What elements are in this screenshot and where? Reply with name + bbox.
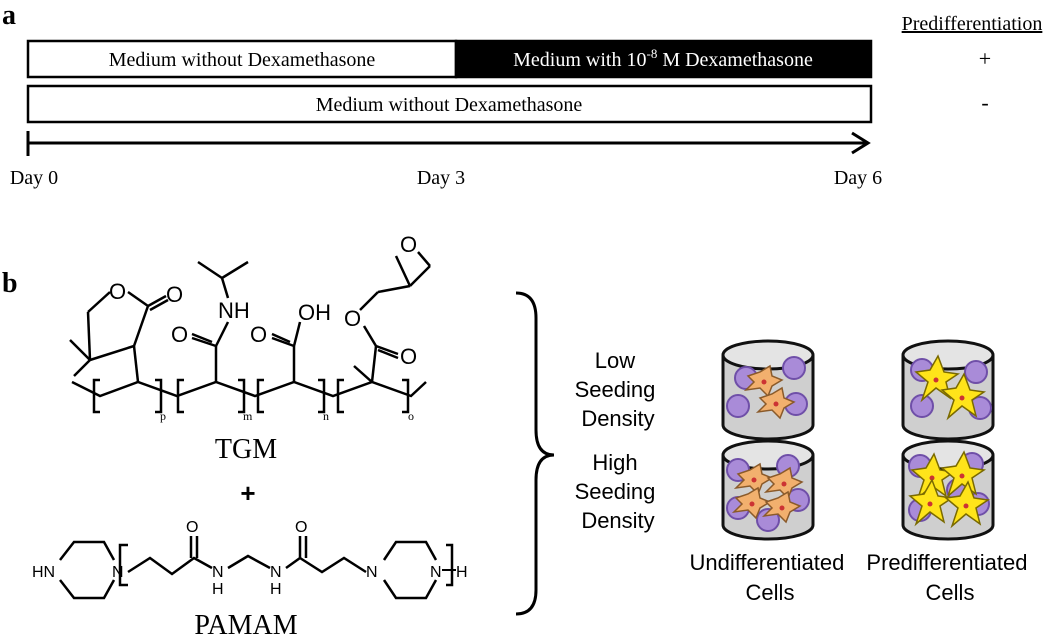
row1-segment1-bar	[26, 39, 458, 79]
column-label-predifferentiated: Predifferentiated Cells	[866, 550, 1033, 605]
tgm-subscript-m: m	[243, 409, 253, 423]
tgm-ester-o: O	[344, 306, 361, 331]
dish-low-undifferentiated	[721, 339, 815, 441]
pamam-h-end: H	[456, 564, 468, 581]
row1-segment2-bar	[454, 39, 873, 79]
row-label-high: High Seeding Density	[575, 450, 662, 533]
timeline-label-day6: Day 6	[834, 167, 882, 189]
column-prediff-line2: Cells	[926, 580, 975, 605]
row1-segment2-label: Medium with 10-8 M Dexamethasone	[513, 46, 813, 71]
tgm-acid-o: O	[250, 322, 267, 347]
row2-bar	[26, 84, 873, 124]
pamam-nh1-n: N	[212, 564, 224, 581]
tgm-subscript-n: n	[323, 409, 329, 423]
tgm-lactone-o-carbonyl: O	[166, 282, 183, 307]
tgm-subscript-p: p	[160, 409, 166, 423]
pamam-structure	[59, 536, 454, 600]
column-undiff-line1: Undifferentiated	[689, 550, 844, 575]
timeline-arrow	[26, 131, 871, 156]
timeline-label-day0: Day 0	[10, 167, 58, 189]
dish-high-predifferentiated	[901, 439, 995, 541]
pamam-hn: HN	[32, 564, 55, 581]
tgm-epoxide-o: O	[400, 232, 417, 257]
tgm-amide-nh: NH	[218, 298, 250, 323]
panel-b-label: b	[2, 268, 18, 299]
row1-segment1-label: Medium without Dexamethasone	[109, 49, 376, 71]
column-prediff-line1: Predifferentiated	[866, 550, 1027, 575]
predifferentiation-header: Predifferentiation	[902, 13, 1043, 35]
pamam-nh1-h: H	[212, 581, 224, 598]
pamam-o1: O	[186, 519, 198, 536]
panel-a-label: a	[2, 0, 16, 31]
tgm-subscripts: p m n o	[160, 409, 414, 423]
row-low-line3: Density	[581, 406, 654, 431]
row-low-line1: Low	[595, 348, 635, 373]
column-label-undifferentiated: Undifferentiated Cells	[689, 550, 850, 605]
row-high-line1: High	[592, 450, 637, 475]
pamam-nh2-h: H	[270, 581, 282, 598]
tgm-lactone-o-ring: O	[109, 279, 126, 304]
tgm-subscript-o: o	[408, 409, 414, 423]
timeline-label-day3: Day 3	[417, 167, 465, 189]
tgm-acid-oh: OH	[298, 300, 331, 325]
pamam-n1: N	[112, 564, 124, 581]
tgm-amide-o: O	[171, 322, 188, 347]
pamam-nh2-n: N	[270, 564, 282, 581]
plus-sign: +	[240, 478, 255, 508]
pamam-n3: N	[430, 564, 442, 581]
row-label-low: Low Seeding Density	[575, 348, 662, 431]
pamam-n2: N	[366, 564, 378, 581]
row2-label: Medium without Dexamethasone	[316, 94, 583, 116]
grouping-brace	[515, 291, 555, 616]
row2-sign: -	[981, 90, 988, 115]
row1-sign: +	[979, 46, 991, 71]
row-high-line3: Density	[581, 508, 654, 533]
tgm-name: TGM	[215, 434, 277, 465]
column-undiff-line2: Cells	[746, 580, 795, 605]
pamam-name: PAMAM	[194, 610, 297, 637]
tgm-ester-carbonyl-o: O	[400, 344, 417, 369]
tgm-atom-labels: O O NH O OH O O O O	[109, 232, 417, 369]
pamam-o2: O	[295, 519, 307, 536]
pamam-atom-labels: HN N O N H N H O N N H	[32, 519, 468, 598]
dish-high-undifferentiated	[721, 439, 815, 541]
row-low-line2: Seeding	[575, 377, 656, 402]
tgm-structure	[69, 251, 431, 414]
dish-low-predifferentiated	[901, 339, 995, 441]
row-high-line2: Seeding	[575, 479, 656, 504]
